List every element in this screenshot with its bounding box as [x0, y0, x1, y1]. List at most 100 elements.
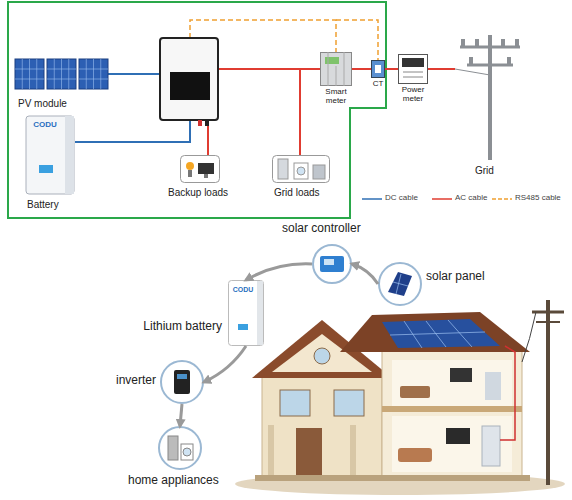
solar-controller: solar controller — [312, 244, 352, 284]
legend-label: DC cable — [385, 194, 418, 202]
brand-label: CODU — [228, 286, 258, 294]
house-illustration — [382, 319, 500, 348]
house-illustration — [446, 428, 470, 444]
house-illustration — [500, 346, 515, 440]
house-illustration — [392, 360, 512, 406]
ac-cable — [352, 68, 371, 70]
pv-module-shape — [54, 59, 55, 89]
house-illustration — [392, 416, 512, 472]
home-appliances-shape — [158, 426, 202, 470]
node-label: Power meter — [394, 86, 432, 104]
hybrid-inverter — [160, 38, 218, 120]
house-illustration — [334, 390, 364, 416]
home-appliances-shape — [168, 436, 178, 460]
home-appliances-shape — [181, 444, 193, 460]
current-transformer: CT — [371, 60, 385, 78]
inverter-shape — [177, 374, 187, 379]
grid-loads-shape — [294, 163, 308, 179]
pv-module-shape — [47, 59, 76, 89]
node-label: PV module — [18, 98, 98, 109]
pv-module-shape — [79, 79, 108, 80]
house-illustration — [448, 320, 472, 347]
battery: CODUBattery — [25, 115, 75, 195]
grid-pole-shape — [475, 39, 479, 47]
home-appliances-shape — [159, 427, 201, 469]
node-label: Lithium battery — [104, 320, 222, 333]
grid-pole-shape — [455, 35, 525, 160]
house-illustration — [268, 425, 274, 477]
power-meter-shape — [399, 55, 428, 84]
house-illustration — [262, 372, 382, 477]
node-label: inverter — [104, 374, 156, 387]
grid-pole-shape — [455, 69, 490, 75]
backup-loads-shape — [204, 174, 208, 178]
house-illustration — [255, 475, 530, 481]
home-appliances: home appliances — [158, 426, 202, 470]
node-label: solar controller — [282, 222, 392, 235]
smart-meter-shape — [325, 57, 339, 64]
house-illustration — [235, 300, 565, 495]
node-label: solar panel — [426, 270, 506, 283]
inverter-shape — [174, 370, 190, 394]
house-illustration — [382, 406, 522, 412]
house-illustration — [314, 348, 330, 364]
smart-meter-shape — [320, 52, 352, 86]
grid-pole-shape — [501, 39, 505, 47]
grid-loads-shape — [313, 165, 325, 179]
solar-controller-shape — [324, 259, 334, 265]
solar-panel-shape — [379, 263, 421, 305]
grid-loads: Grid loads — [272, 155, 330, 183]
pv-module-shape — [68, 59, 69, 89]
lithium-battery-shape — [257, 281, 263, 345]
grid-pole-shape — [515, 39, 519, 47]
smart-meter-shape — [344, 52, 345, 86]
house-illustration — [546, 300, 550, 485]
inverter-shape — [161, 361, 203, 403]
pv-module-shape — [15, 58, 108, 90]
grid-pole: Grid — [455, 35, 525, 160]
legend-label: AC cable — [455, 194, 487, 202]
battery-shape — [39, 165, 53, 173]
backup-loads-shape — [186, 162, 194, 170]
solar-panel: solar panel — [378, 262, 422, 306]
legend-sample — [492, 198, 512, 200]
legend-sample — [362, 193, 382, 205]
battery-shape — [26, 116, 74, 194]
ac-cable — [299, 69, 301, 155]
pv-module-shape — [36, 59, 37, 89]
house-illustration — [382, 350, 522, 477]
flow-arrow — [180, 404, 182, 426]
inverter-shape — [160, 360, 204, 404]
inverter: inverter — [160, 360, 204, 404]
house-illustration — [485, 372, 501, 400]
dc-cable — [75, 120, 190, 142]
pv-module-shape — [86, 59, 87, 89]
pv-module: PV module — [15, 58, 108, 90]
solar-panel-shape — [378, 262, 422, 306]
node-label: Grid — [475, 165, 515, 176]
grid-pole-shape — [469, 57, 473, 65]
pv-module-shape — [15, 79, 44, 80]
legend-entry: DC cable — [362, 193, 442, 205]
grid-pole-shape — [507, 57, 511, 65]
smart-meter-shape — [336, 66, 337, 86]
pv-module-shape — [61, 59, 62, 89]
house-illustration — [296, 428, 322, 477]
backup-loads-shape — [188, 170, 192, 177]
house-illustration — [350, 425, 356, 477]
backup-loads: Backup loads — [180, 155, 220, 183]
battery-shape — [65, 116, 74, 194]
node-label: home appliances — [128, 474, 248, 487]
hybrid-inverter — [170, 72, 210, 100]
grid-pole-shape — [488, 35, 492, 160]
current-transformer-shape — [375, 65, 381, 73]
lithium-battery: CODULithium battery — [228, 280, 264, 346]
node-label: Grid loads — [274, 187, 344, 198]
home-appliances-shape — [183, 448, 191, 456]
node-label: Battery — [27, 199, 87, 210]
flow-arrow — [352, 264, 378, 284]
ac-cable — [385, 68, 398, 70]
power-meter-shape — [398, 54, 428, 84]
legend-sample — [362, 198, 382, 200]
